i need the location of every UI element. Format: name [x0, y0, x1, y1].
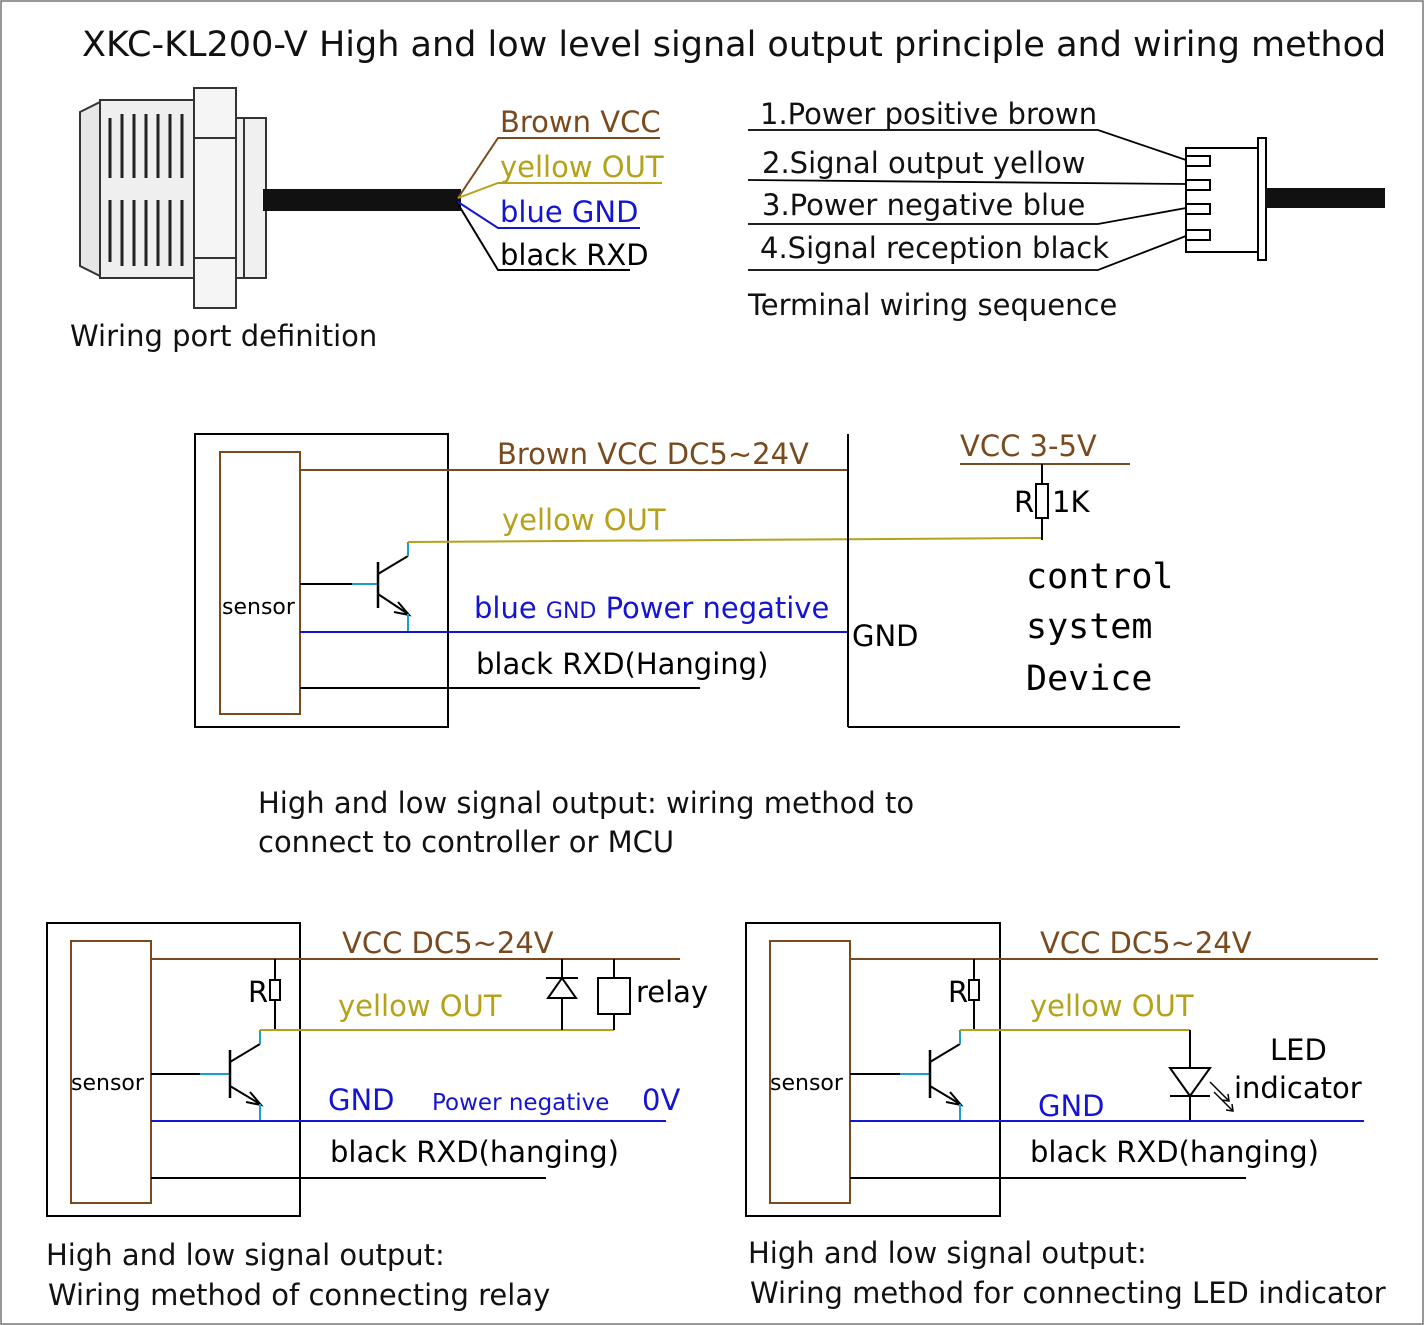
mcu-device-line-3: Device [1026, 659, 1152, 699]
led-label-line-2: indicator [1234, 1071, 1362, 1105]
relay-0v-label: 0V [642, 1083, 680, 1117]
led-r-label: R [948, 975, 968, 1009]
terminal-item-3: 3.Power negative blue [762, 188, 1085, 222]
sensor-body-illustration [79, 87, 461, 309]
led-sensor-label: sensor [770, 1071, 844, 1096]
mcu-caption-1: High and low signal output: wiring metho… [258, 786, 914, 820]
led-label-line-1: LED [1270, 1033, 1327, 1067]
port-label-yellow: yellow OUT [500, 150, 664, 184]
mcu-blue-label: blue GND Power negative [474, 591, 829, 625]
terminal-connector [1185, 137, 1385, 261]
terminal-item-4: 4.Signal reception black [760, 231, 1109, 265]
relay-sensor-label: sensor [71, 1071, 145, 1096]
led-gnd-label: GND [1038, 1089, 1105, 1123]
relay-caption-2: Wiring method of connecting relay [48, 1278, 550, 1312]
port-definition-caption: Wiring port definition [70, 319, 377, 353]
relay-vcc-label: VCC DC5~24V [342, 926, 554, 960]
port-label-black: black RXD [500, 238, 649, 272]
terminal-item-1: 1.Power positive brown [760, 97, 1097, 131]
mcu-gnd-label: GND [852, 619, 919, 653]
mcu-device-line-1: control [1026, 557, 1174, 597]
mcu-brown-label: Brown VCC DC5~24V [497, 437, 809, 471]
port-wire-fan [457, 137, 662, 271]
port-label-blue: blue GND [500, 195, 638, 229]
led-yellow-label: yellow OUT [1030, 989, 1194, 1023]
relay-yellow-label: yellow OUT [338, 989, 502, 1023]
relay-diagram: sensor [46, 922, 680, 1217]
mcu-r-value: 1K [1052, 485, 1090, 519]
mcu-vcc-label: VCC 3-5V [960, 429, 1097, 463]
terminal-item-2: 2.Signal output yellow [762, 146, 1085, 180]
mcu-caption-2: connect to controller or MCU [258, 825, 674, 859]
terminal-lines [747, 129, 1187, 271]
relay-power-negative-label: Power negative [432, 1090, 609, 1116]
port-label-brown: Brown VCC [500, 105, 661, 139]
page-title: XKC-KL200-V High and low level signal ou… [82, 25, 1386, 65]
led-caption-2: Wiring method for connecting LED indicat… [750, 1276, 1386, 1310]
mcu-diagram: sensor [194, 433, 1180, 728]
relay-r-label: R [248, 975, 268, 1009]
relay-gnd-label: GND [328, 1083, 395, 1117]
mcu-sensor-label: sensor [222, 595, 296, 620]
relay-black-label: black RXD(hanging) [330, 1135, 619, 1169]
relay-caption-1: High and low signal output: [46, 1238, 445, 1272]
mcu-yellow-label: yellow OUT [502, 503, 666, 537]
led-black-label: black RXD(hanging) [1030, 1135, 1319, 1169]
led-diagram: sensor [745, 922, 1378, 1217]
mcu-black-label: black RXD(Hanging) [476, 647, 768, 681]
led-vcc-label: VCC DC5~24V [1040, 926, 1252, 960]
relay-relay-label: relay [636, 975, 708, 1009]
led-caption-1: High and low signal output: [748, 1236, 1147, 1270]
mcu-device-line-2: system [1026, 607, 1152, 647]
terminal-caption: Terminal wiring sequence [747, 288, 1117, 322]
mcu-r-label: R [1014, 485, 1034, 519]
